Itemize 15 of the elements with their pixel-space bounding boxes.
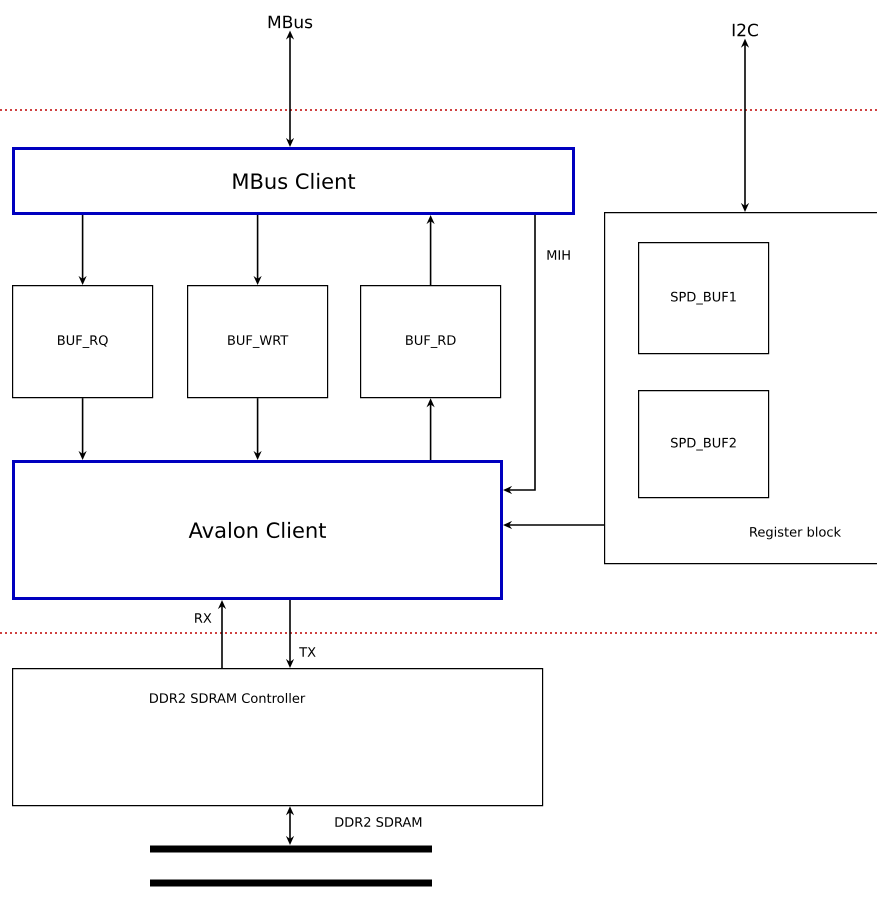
- module-box: Avalon Client: [12, 460, 503, 600]
- block-box: SPD_BUF1: [638, 242, 770, 354]
- block-box: SPD_BUF2: [638, 390, 770, 498]
- module-box: MBus Client: [12, 147, 575, 215]
- block-box: BUF_WRT: [187, 285, 328, 398]
- block-box: DDR2 SDRAM Controller: [12, 668, 544, 806]
- block-box: BUF_RD: [360, 285, 502, 398]
- bus-name: MBus: [268, 16, 312, 28]
- edge-label: DDR2 SDRAM: [335, 817, 422, 827]
- block-box: BUF_RQ: [12, 285, 154, 398]
- edge-label: MIH: [547, 250, 570, 260]
- bus-name: I2C: [732, 24, 758, 36]
- edge-label: TX: [299, 647, 316, 657]
- bus-lines: [150, 846, 432, 886]
- edge-label: RX: [195, 613, 212, 623]
